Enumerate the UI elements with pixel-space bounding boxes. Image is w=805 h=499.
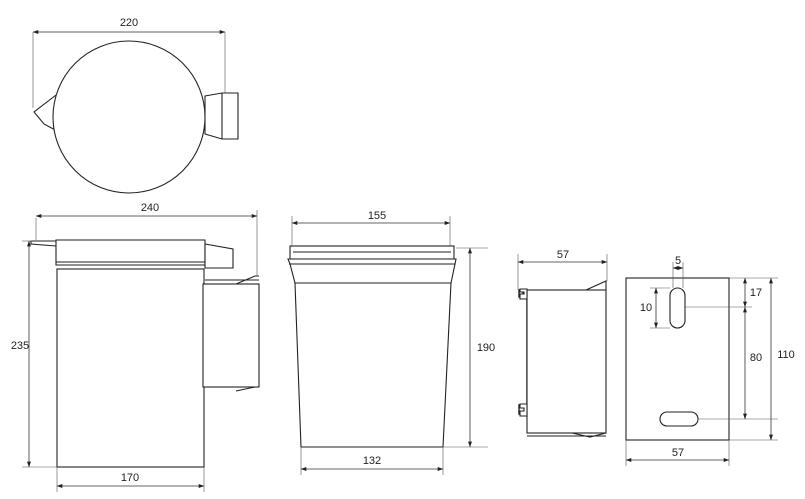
side-view-lid — [55, 239, 206, 266]
bracket-side-width-label: 57 — [557, 249, 569, 261]
side-view: 240 235 170 — [11, 202, 260, 492]
side-view-hinge-tab-top — [235, 275, 259, 285]
bracket-front-height-label: 110 — [777, 349, 795, 361]
bracket-front-slot-lower — [659, 411, 699, 427]
top-view: 220 — [32, 17, 239, 194]
bracket-front-spacing-label: 80 — [750, 352, 762, 364]
bracket-side-hook-top — [519, 288, 528, 300]
container-body — [294, 282, 452, 448]
top-view-width-label: 220 — [120, 17, 138, 29]
bracket-front-slot-upper — [669, 287, 686, 329]
bracket-front-slot-height-label: 10 — [640, 302, 652, 314]
bracket-front-width-label: 57 — [672, 447, 684, 459]
side-view-hinge-tab-bottom — [235, 386, 256, 392]
side-view-lid-lip — [30, 240, 57, 247]
bracket-side-hook-bottom — [519, 403, 528, 417]
bracket-front-top-offset-label: 17 — [750, 287, 762, 299]
bracket-side-top-flange — [585, 280, 607, 291]
side-view-base-label: 170 — [121, 472, 139, 484]
side-view-body — [56, 268, 205, 468]
bracket-side-plate — [526, 289, 607, 434]
container-height-label: 190 — [477, 342, 495, 354]
side-view-height-label: 235 — [11, 340, 29, 352]
bracket-front-view: 5 10 17 80 110 57 — [625, 255, 795, 466]
side-view-width-label: 240 — [141, 202, 159, 214]
top-view-lid-circle — [52, 40, 206, 194]
container-view: 155 190 132 — [287, 210, 495, 475]
side-view-hinge-box — [202, 283, 260, 388]
bracket-side-view: 57 — [517, 249, 608, 438]
bracket-side-bottom-flange — [571, 432, 607, 438]
bracket-front-slot-width-label: 5 — [675, 255, 681, 267]
side-view-hinge-top — [204, 243, 234, 269]
container-top-label: 155 — [368, 210, 386, 222]
container-base-label: 132 — [363, 455, 381, 467]
container-collar — [287, 258, 457, 284]
